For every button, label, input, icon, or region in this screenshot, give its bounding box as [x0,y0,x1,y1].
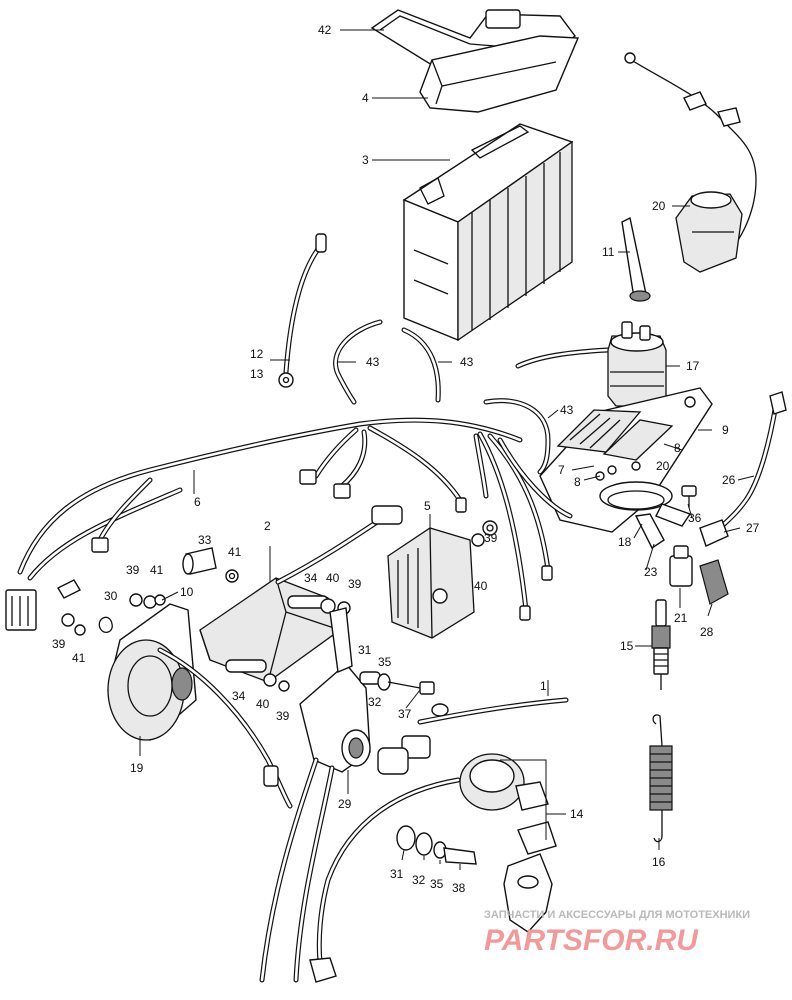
label-6: 6 [194,495,201,509]
label-30: 30 [104,589,118,603]
breather-tubes [333,319,551,475]
label-39-left: 39 [126,563,140,577]
label-38: 38 [452,881,466,895]
cap [621,216,651,302]
label-1: 1 [540,679,547,693]
horn [107,603,293,809]
label-32-lower: 32 [412,873,426,887]
spring [649,714,673,843]
label-28: 28 [700,625,714,639]
hardware-left [61,593,166,636]
ignition-switch [309,753,557,983]
relay-upper [624,52,757,273]
label-20-lower: 20 [656,459,670,473]
connector-21 [669,545,693,587]
wire-harness [5,417,573,631]
cable-1 [377,697,569,775]
label-18: 18 [618,535,632,549]
label-3: 3 [362,153,369,167]
bracket-29 [259,607,371,983]
bolt-group-37 [359,671,435,695]
label-9: 9 [722,423,729,437]
label-43-center: 43 [460,355,474,369]
label-43-right: 43 [560,403,574,417]
label-34-lower: 34 [232,689,246,703]
label-36: 36 [688,511,702,525]
label-40-lower: 40 [256,697,270,711]
starter-relay [515,321,667,407]
label-42: 42 [318,23,332,37]
label-2: 2 [264,519,271,533]
battery [402,123,574,342]
label-5: 5 [424,499,431,513]
label-29: 29 [338,797,352,811]
label-33: 33 [198,533,212,547]
label-23: 23 [644,565,658,579]
label-12: 12 [250,347,264,361]
regulator [387,527,485,639]
connector-28 [699,559,729,605]
label-7: 7 [558,463,565,477]
label-40-right: 40 [474,579,488,593]
bolt-36 [681,485,697,508]
label-16: 16 [652,855,666,869]
hardware-lower [396,825,477,865]
label-20-upper: 20 [652,199,666,213]
watermark-tagline: ЗАПЧАСТИ И АКСЕССУАРЫ ДЛЯ МОТОТЕХНИКИ [484,909,750,921]
label-37: 37 [398,707,412,721]
spark-plug [651,599,671,690]
label-41-left: 41 [150,563,164,577]
label-41-top: 41 [228,545,242,559]
label-15: 15 [620,639,634,653]
label-21: 21 [674,611,688,625]
label-26: 26 [722,473,736,487]
ground-cable [699,391,787,547]
label-19: 19 [130,761,144,775]
label-39-far-left: 39 [52,637,66,651]
label-39-upper: 39 [484,531,498,545]
band [599,481,692,550]
label-41-far-left: 41 [72,651,86,665]
label-14: 14 [570,807,584,821]
label-40-upper: 40 [326,571,340,585]
label-39-lower: 39 [276,709,290,723]
label-8-upper: 8 [674,441,681,455]
label-27: 27 [746,521,760,535]
fuse-bracket [539,387,713,533]
label-31-upper: 31 [358,643,372,657]
label-39-center: 39 [348,577,362,591]
label-31-lower: 31 [390,867,404,881]
ignition-coil [199,505,403,683]
watermark-brand: PARTSFOR.RU [484,924,699,957]
label-35-lower: 35 [430,877,444,891]
label-10: 10 [180,585,194,599]
label-4: 4 [362,91,369,105]
label-32-upper: 32 [368,695,382,709]
label-34-upper: 34 [304,571,318,585]
label-8-lower: 8 [574,475,581,489]
battery-cable [278,233,327,388]
label-43-left: 43 [366,355,380,369]
nut-39-upper [482,520,498,536]
battery-cover [419,35,580,113]
collar-33 [182,547,217,575]
washer-41-top [225,569,239,583]
label-13: 13 [250,367,264,381]
label-35-upper: 35 [378,655,392,669]
label-17: 17 [686,359,700,373]
label-11: 11 [602,245,615,259]
